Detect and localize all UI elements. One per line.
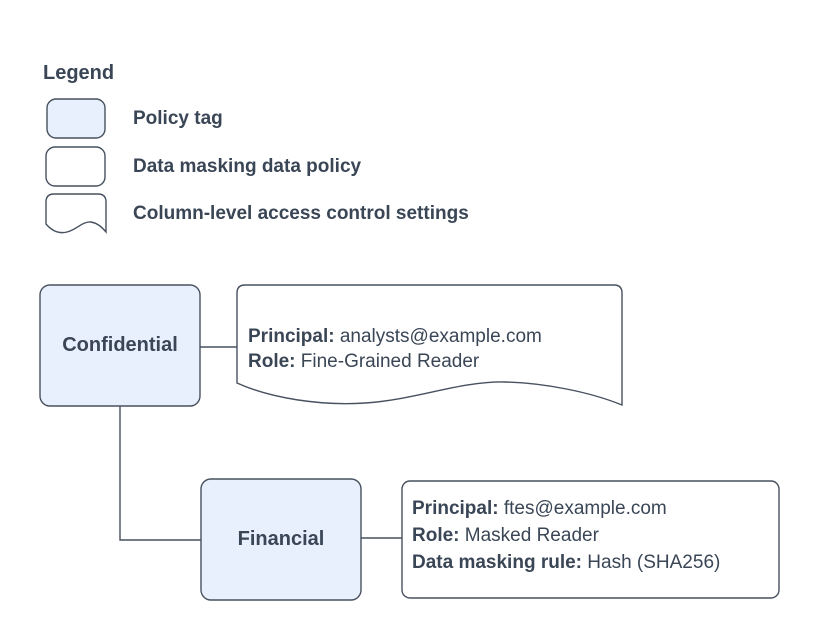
legend-item-policy-tag-label: Policy tag bbox=[133, 107, 223, 129]
note-row-value: ftes@example.com bbox=[503, 498, 667, 519]
confidential-note-shape bbox=[236, 284, 623, 407]
confidential-note-text: Principal: analysts@example.com Role: Fi… bbox=[248, 324, 542, 374]
edge-confidential-to-financial bbox=[119, 406, 201, 541]
legend-item-access-control-settings-label: Column-level access control settings bbox=[133, 202, 469, 224]
note-row-label: Principal: bbox=[412, 498, 499, 519]
note-row-label: Role: bbox=[248, 351, 296, 372]
legend-data-masking-policy-swatch bbox=[45, 146, 106, 187]
confidential-node-label: Confidential bbox=[62, 334, 178, 356]
legend-item-data-masking-policy-label: Data masking data policy bbox=[133, 155, 362, 177]
note-row: Principal: analysts@example.com bbox=[248, 324, 542, 349]
note-row-label: Data masking rule: bbox=[412, 552, 582, 573]
note-row-value: Fine-Grained Reader bbox=[300, 351, 480, 372]
confidential-node-shape bbox=[39, 284, 201, 407]
financial-note-shape bbox=[401, 480, 780, 599]
financial-node-shape bbox=[200, 478, 362, 601]
note-row-value: analysts@example.com bbox=[339, 326, 542, 347]
financial-node-label: Financial bbox=[237, 528, 325, 550]
legend-access-control-settings-swatch bbox=[45, 193, 107, 234]
note-row-label: Role: bbox=[412, 525, 460, 546]
note-row: Data masking rule: Hash (SHA256) bbox=[412, 549, 720, 576]
note-row: Role: Masked Reader bbox=[412, 522, 720, 549]
note-row: Principal: ftes@example.com bbox=[412, 495, 720, 522]
note-row-value: Hash (SHA256) bbox=[587, 552, 721, 573]
legend-policy-tag-swatch bbox=[46, 98, 106, 139]
note-row: Role: Fine-Grained Reader bbox=[248, 349, 542, 374]
financial-note-text: Principal: ftes@example.com Role: Masked… bbox=[412, 495, 720, 576]
note-row-value: Masked Reader bbox=[464, 525, 599, 546]
note-row-label: Principal: bbox=[248, 326, 335, 347]
legend-title: Legend bbox=[43, 62, 115, 84]
